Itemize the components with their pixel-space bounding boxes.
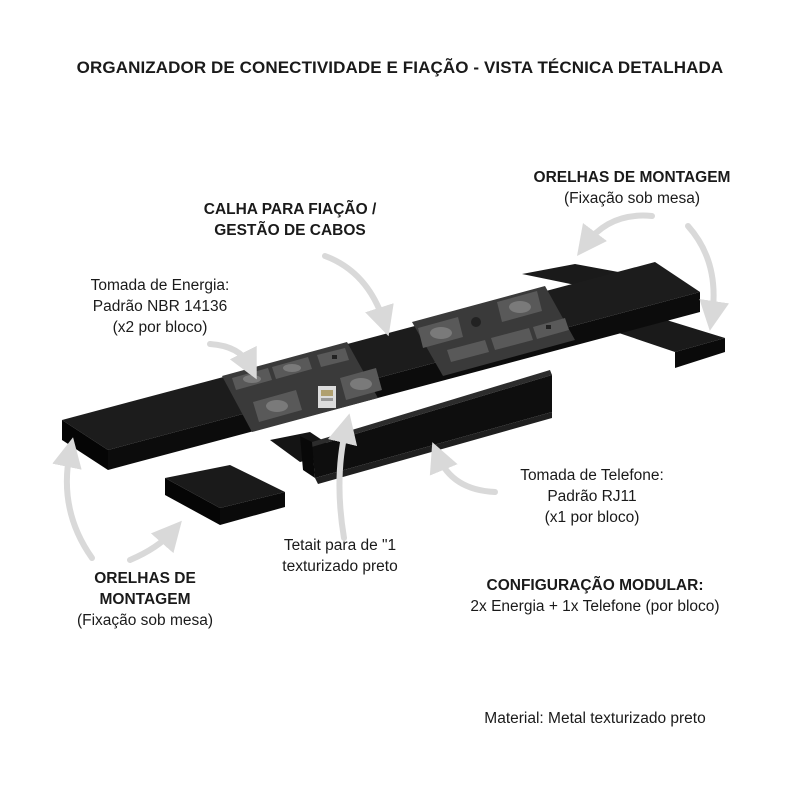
- label-line: ORELHAS DE: [94, 570, 196, 587]
- page-title: ORGANIZADOR DE CONECTIVIDADE E FIAÇÃO - …: [76, 58, 724, 77]
- label-material: Material: Metal texturizado preto: [450, 708, 740, 729]
- label-line: Padrão NBR 14136: [92, 298, 228, 315]
- label-config: CONFIGURAÇÃO MODULAR: 2x Energia + 1x Te…: [440, 575, 750, 617]
- curved-arrow-icon: [207, 341, 257, 380]
- power-outlet-icon: [272, 357, 312, 379]
- rj11-connector-icon: [318, 386, 336, 408]
- cable-grommet-icon: [471, 317, 481, 327]
- label-line: texturizado preto: [282, 558, 398, 575]
- label-calha: CALHA PARA FIAÇÃO / GESTÃO DE CABOS: [180, 199, 400, 241]
- label-line: (Fixação sob mesa): [76, 612, 214, 629]
- curved-arrow-icon: [52, 437, 95, 561]
- outlet-module-right: [412, 286, 575, 376]
- label-line: (x1 por bloco): [544, 509, 640, 526]
- power-outlet-icon: [340, 368, 382, 400]
- label-line: Tomada de Telefone:: [520, 467, 664, 484]
- curved-arrow-icon: [322, 253, 394, 337]
- curved-arrow-icon: [127, 520, 182, 563]
- power-outlet-icon: [253, 390, 302, 422]
- label-line: CALHA PARA FIAÇÃO /: [203, 201, 377, 218]
- label-line: CONFIGURAÇÃO MODULAR:: [486, 577, 704, 594]
- label-line: (x2 por bloco): [112, 319, 208, 336]
- label-line: Padrão RJ11: [547, 488, 637, 505]
- label-line: (Fixação sob mesa): [563, 190, 701, 207]
- mounting-ear-front-left: [165, 465, 285, 525]
- label-orelhas-left: ORELHAS DE MONTAGEM (Fixação sob mesa): [50, 568, 240, 631]
- label-line: GESTÃO DE CABOS: [214, 222, 366, 239]
- label-tomada-telefone: Tomada de Telefone: Padrão RJ11 (x1 por …: [482, 465, 702, 528]
- curved-arrow-icon: [429, 442, 498, 495]
- curved-arrow-icon: [685, 223, 730, 331]
- label-line: Material: Metal texturizado preto: [484, 710, 706, 727]
- label-line: ORELHAS DE MONTAGEM: [533, 169, 731, 186]
- power-outlet-icon: [418, 317, 463, 348]
- label-orelhas-right: ORELHAS DE MONTAGEM (Fixação sob mesa): [512, 167, 752, 209]
- label-line: Tetait para de "1: [283, 537, 397, 554]
- curved-arrow-icon: [576, 212, 655, 256]
- outlet-module-left: [222, 342, 382, 432]
- label-tetait: Tetait para de "1 texturizado preto: [250, 535, 430, 577]
- label-line: 2x Energia + 1x Telefone (por bloco): [470, 598, 720, 615]
- power-outlet-icon: [497, 291, 542, 322]
- label-line: Tomada de Energia:: [90, 277, 230, 294]
- label-line: MONTAGEM: [99, 591, 191, 608]
- curved-arrow-icon: [327, 413, 358, 541]
- label-tomada-energia: Tomada de Energia: Padrão NBR 14136 (x2 …: [60, 275, 260, 338]
